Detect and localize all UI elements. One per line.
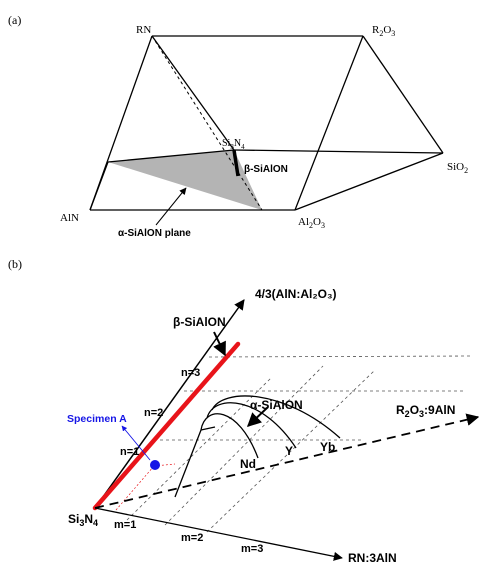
- n-label-1: n=1: [120, 446, 139, 458]
- vertex-si3n4-a: Si3N4: [222, 138, 245, 151]
- hidden-edge: [151, 35, 263, 211]
- panel-a-label: (a): [8, 13, 21, 27]
- m-label-2: m=2: [181, 532, 203, 544]
- element-y: Y: [285, 444, 293, 458]
- specimen-a-point: [150, 460, 160, 470]
- m-label-1: m=1: [114, 519, 136, 531]
- axis-top-label: 4/3(AlN:Al₂O₃): [255, 287, 337, 301]
- panel-b: (b) Sp: [8, 257, 480, 565]
- axis-right-label: R2O3:9AlN: [396, 403, 455, 419]
- element-yb: Yb: [320, 440, 335, 454]
- alpha-plane-pointer: [155, 187, 187, 226]
- panel-b-label: (b): [8, 257, 22, 271]
- beta-sialon-label-a: β-SiAlON: [244, 164, 288, 175]
- alpha-sialon-region: [174, 395, 341, 498]
- alpha-plane-label: α-SiAlON plane: [118, 228, 191, 239]
- beta-sialon-label-b: β-SiAlON: [173, 315, 226, 329]
- m-label-3: m=3: [241, 543, 263, 555]
- vertex-aln: AlN: [60, 212, 79, 224]
- grid-lines: [126, 355, 471, 533]
- axis-bottom: [94, 507, 343, 561]
- alpha-sialon-plane: [108, 150, 262, 210]
- vertex-al2o3: Al2O3: [298, 216, 325, 230]
- axis-top: [94, 299, 245, 509]
- axis-right: [94, 413, 480, 509]
- panel-a: (a) RN R2O3 Si3N4 SiO2 AlN: [8, 13, 468, 239]
- specimen-a-pointer: [121, 425, 151, 461]
- vertex-rn: RN: [136, 24, 151, 36]
- beta-sialon-line-b: [92, 341, 241, 511]
- vertex-r2o3: R2O3: [372, 24, 395, 38]
- prism-edges: [89, 35, 444, 211]
- specimen-a-label: Specimen A: [67, 413, 127, 425]
- axis-bottom-label: RN:3AlN: [348, 551, 397, 565]
- element-nd: Nd: [240, 457, 256, 471]
- n-label-3: n=3: [181, 367, 200, 379]
- n-label-2: n=2: [144, 407, 163, 419]
- beta-sialon-pointer: [213, 331, 226, 357]
- beta-sialon-line-a: [232, 149, 240, 177]
- vertex-sio2: SiO2: [447, 161, 468, 175]
- origin-si3n4-label: Si3N4: [68, 512, 98, 528]
- specimen-guides: [115, 463, 176, 511]
- alpha-sialon-label-b: α-SiAlON: [250, 398, 303, 412]
- alpha-sialon-pointer: [246, 406, 269, 427]
